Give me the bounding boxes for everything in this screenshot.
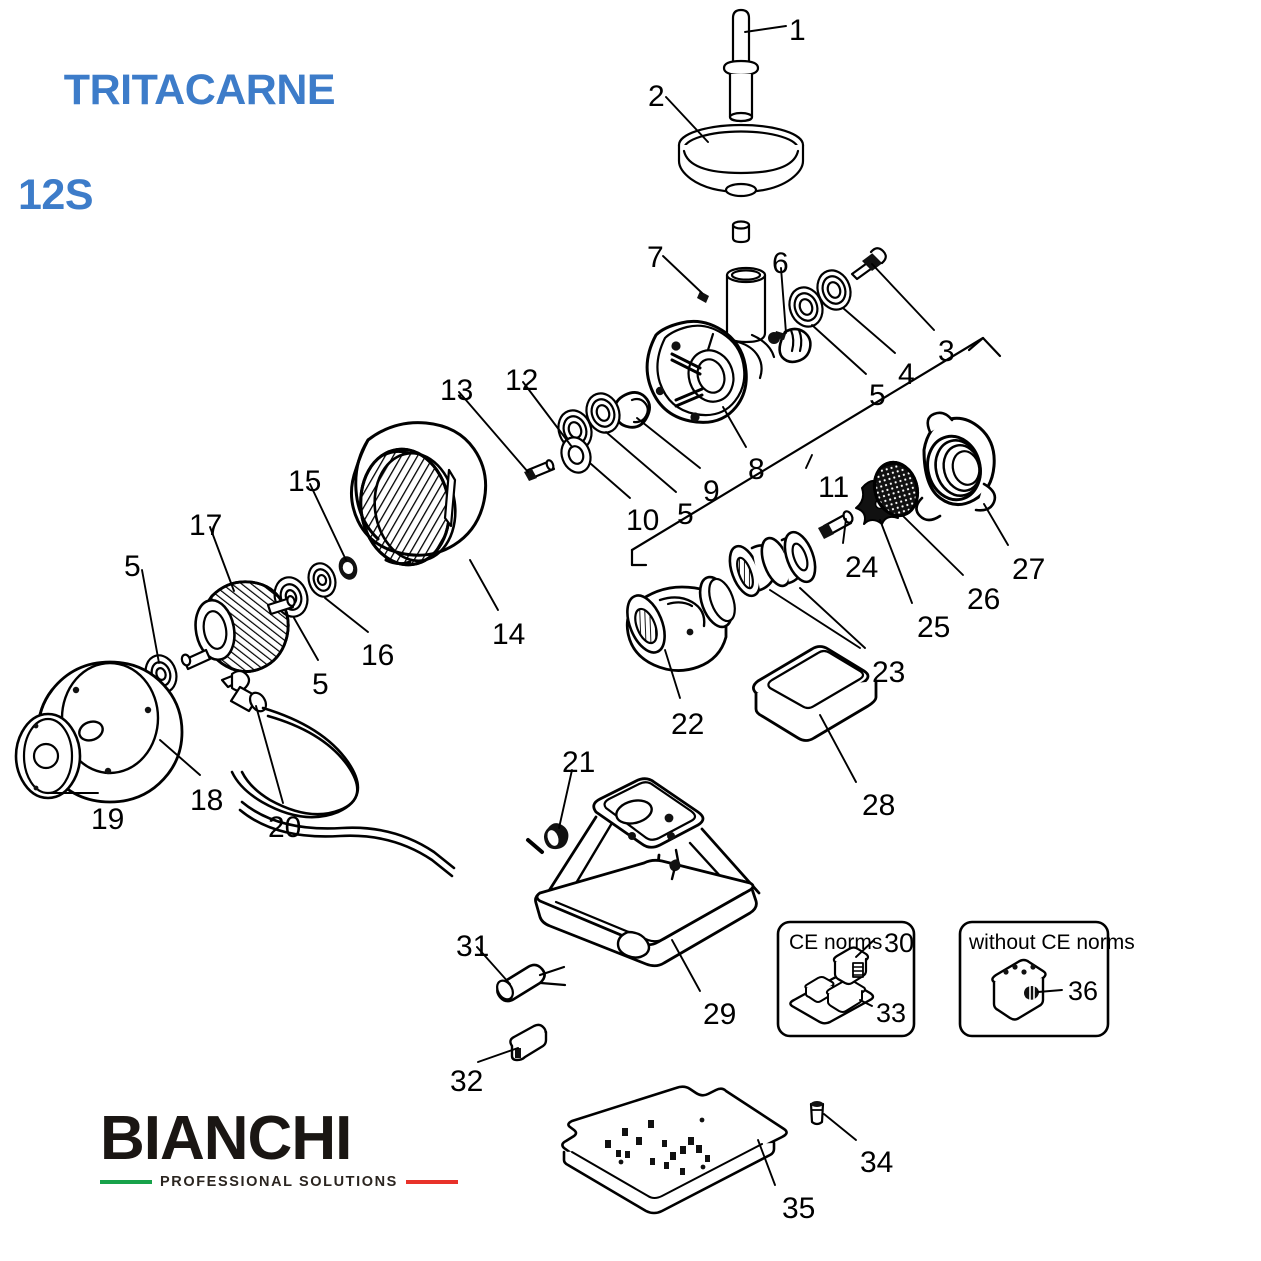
assembly-group-bracket [630, 336, 1002, 567]
title-line-1: TRITACARNE [63, 66, 336, 115]
callout-31: 31 [456, 930, 490, 963]
part-base-housing [534, 777, 761, 968]
part-rubber-foot [809, 1101, 825, 1126]
brand-tagline-row: PROFESSIONAL SOLUTIONS [100, 1174, 458, 1190]
part-bearing-seat [307, 562, 337, 598]
brand-tagline: PROFESSIONAL SOLUTIONS [160, 1174, 398, 1190]
flag-rule-green [100, 1180, 152, 1184]
brand-wordmark: BIANCHI [100, 1104, 352, 1173]
callout-12: 12 [505, 364, 539, 397]
callout-10-a: 10 [626, 504, 660, 537]
part-shaft-collar [338, 556, 358, 580]
part-ring-nut [915, 411, 997, 522]
part-rotor [180, 580, 296, 673]
callout-5-a: 5 [869, 379, 886, 412]
part-snap-ring [613, 391, 651, 429]
callout-3: 3 [938, 335, 955, 368]
callout-7: 7 [647, 241, 664, 274]
part-grinder-head [625, 575, 736, 672]
title-line-2: 12S [18, 171, 94, 220]
callout-15: 15 [288, 465, 322, 498]
callout-28: 28 [862, 789, 896, 822]
callout-18: 18 [190, 784, 224, 817]
part-grinder-body [645, 266, 780, 424]
callout-11: 11 [818, 471, 850, 504]
callout-16: 16 [361, 639, 395, 672]
part-auger-screw [728, 530, 817, 598]
part-power-cord [220, 669, 544, 878]
page-title: TRITACARNE 12S [18, 12, 336, 327]
part-washer-small [560, 436, 592, 474]
inset-title-ce-norms: CE norms [789, 931, 883, 954]
callout-29: 29 [703, 998, 737, 1031]
flag-rule-red [405, 1180, 458, 1184]
part-capacitor [496, 963, 567, 1003]
part-stator [350, 421, 488, 567]
callout-5-b: 5 [677, 498, 694, 531]
part-bearing-right-b [816, 269, 852, 311]
part-pusher-plunger [722, 8, 760, 123]
part-perforated-plate [872, 460, 920, 518]
part-locating-pin [697, 291, 709, 303]
inset-callout-36: 36 [1068, 976, 1099, 1006]
callout-35: 35 [782, 1192, 816, 1225]
callout-32: 32 [450, 1065, 484, 1098]
callout-34: 34 [860, 1146, 894, 1179]
part-cable-grommet [544, 823, 569, 850]
inset-title-without-ce-norms: without CE norms [969, 931, 1135, 954]
callout-13: 13 [440, 374, 474, 407]
callout-21: 21 [562, 746, 596, 779]
inset-callout-33: 33 [876, 998, 907, 1028]
callout-20: 20 [268, 811, 302, 844]
part-drive-pin [818, 510, 854, 539]
callout-4: 4 [898, 358, 915, 391]
callout-5-d: 5 [124, 550, 141, 583]
callout-14: 14 [492, 618, 526, 651]
callout-23: 23 [872, 656, 906, 689]
part-terminal-block [509, 1023, 548, 1062]
part-collecting-tray [752, 645, 878, 742]
callout-9: 9 [703, 475, 720, 508]
part-control-board-ce [789, 975, 875, 1025]
callout-24: 24 [845, 551, 879, 584]
inset-callout-30: 30 [884, 928, 915, 958]
callout-5-c: 5 [312, 668, 329, 701]
callout-8: 8 [748, 453, 765, 486]
callout-6: 6 [772, 247, 789, 280]
callout-26: 26 [967, 583, 1001, 616]
callout-1: 1 [789, 14, 806, 47]
brand-logo: BIANCHI PROFESSIONAL SOLUTIONS [100, 1104, 458, 1190]
callout-19: 19 [91, 803, 125, 836]
part-hopper-tray [677, 123, 805, 244]
part-set-screw [524, 459, 556, 481]
callout-17: 17 [189, 509, 223, 542]
callout-22: 22 [671, 708, 705, 741]
part-adjusting-screw [850, 247, 887, 281]
part-end-cap [14, 712, 82, 800]
part-bearing-mid-a [585, 392, 621, 434]
part-switch-non-ce [991, 958, 1047, 1021]
part-thumb-knob [774, 327, 812, 364]
part-bearing-right-a [788, 286, 824, 328]
callout-2: 2 [648, 80, 665, 113]
callout-25: 25 [917, 611, 951, 644]
part-bottom-plate [561, 1085, 788, 1215]
callout-27: 27 [1012, 553, 1046, 586]
